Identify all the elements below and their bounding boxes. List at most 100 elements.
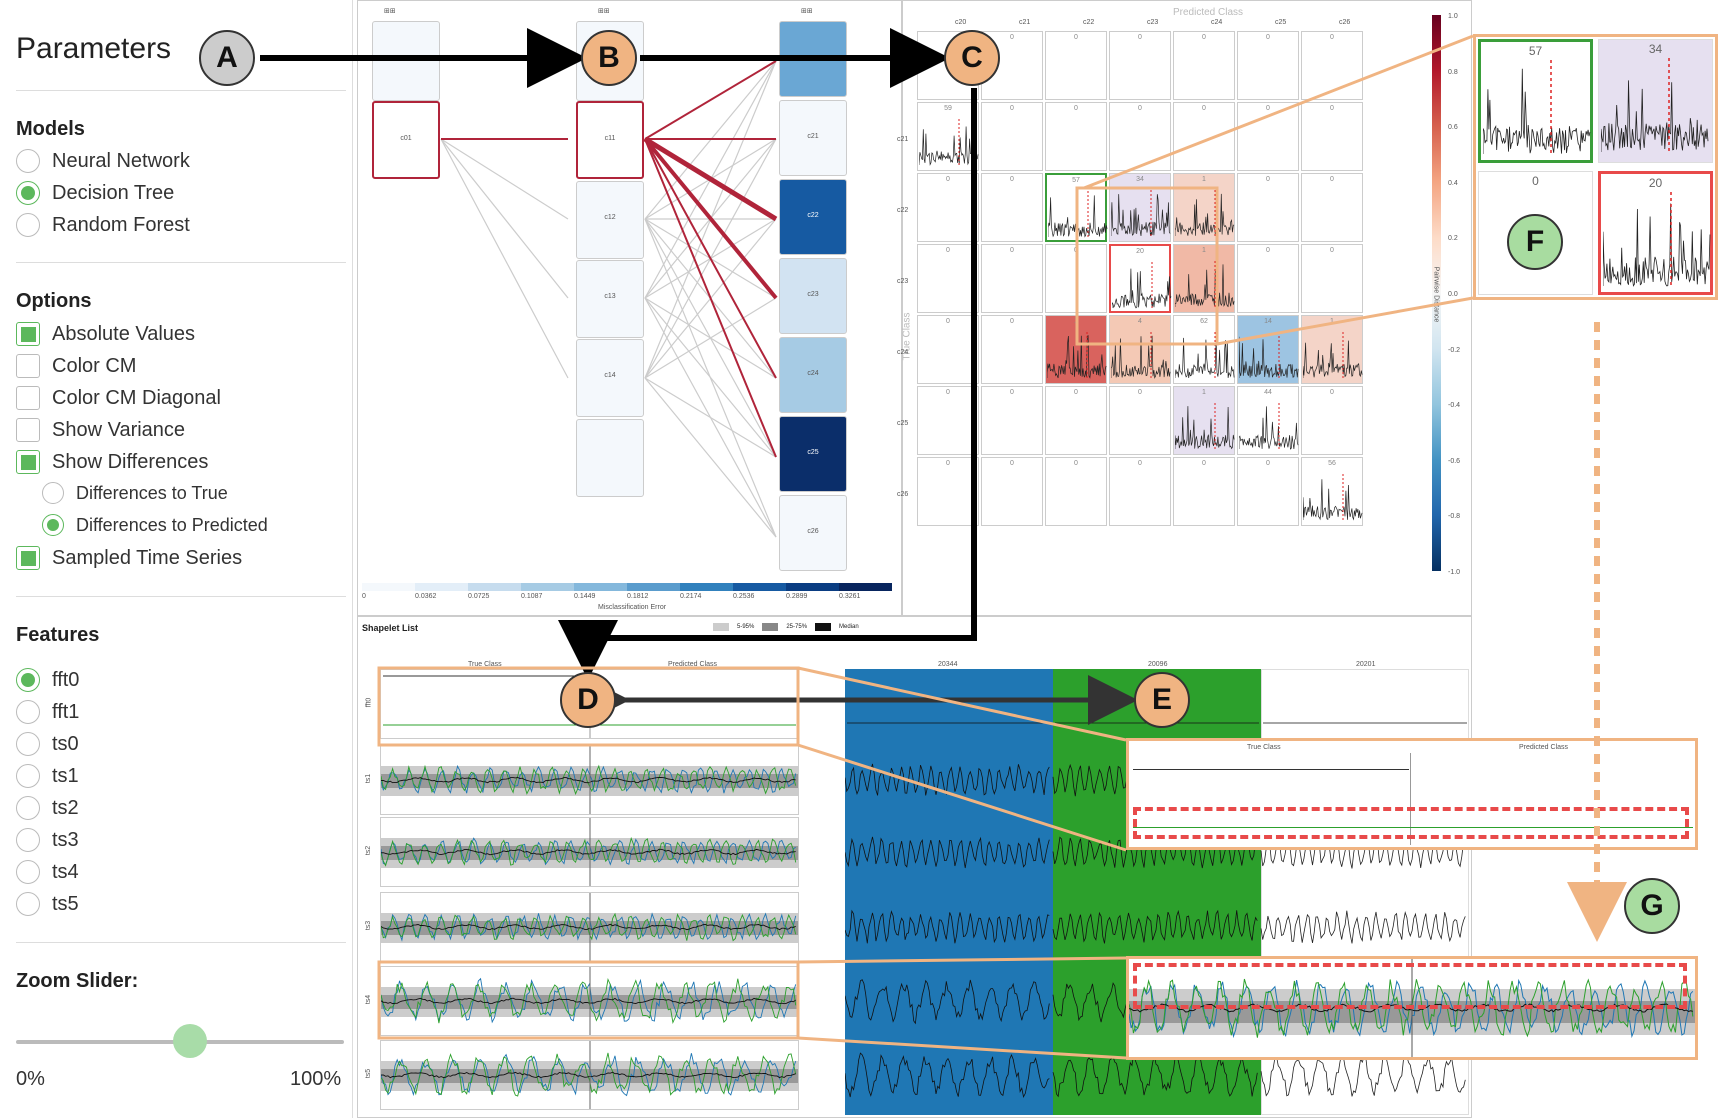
checkbox[interactable]	[16, 322, 40, 346]
cm-cell[interactable]: 0	[1109, 457, 1171, 526]
zoom-f-cell[interactable]: 34	[1598, 39, 1713, 163]
cm-cell[interactable]: 0	[1045, 102, 1107, 171]
tree-node-c14[interactable]: c14	[576, 339, 644, 417]
feature-option-fft1[interactable]: fft1	[16, 700, 79, 724]
tree-leaf-node[interactable]: c24	[779, 337, 847, 413]
tree-leaf-node[interactable]: c26	[779, 495, 847, 571]
expand-icon[interactable]: ⊞⊞	[384, 8, 396, 15]
radio-button[interactable]	[16, 181, 40, 205]
tree-leaf-node[interactable]: c25	[779, 416, 847, 492]
cm-cell[interactable]: 57	[1045, 173, 1108, 242]
cm-cell[interactable]: 14	[1237, 315, 1299, 384]
radio-button[interactable]	[16, 892, 40, 916]
cm-cell[interactable]: 0	[981, 457, 1043, 526]
tree-leaf-node[interactable]: c23	[779, 258, 847, 334]
cm-cell[interactable]: 0	[1109, 386, 1171, 455]
cm-cell[interactable]: 0	[1109, 31, 1171, 100]
radio-button[interactable]	[42, 482, 64, 504]
shapelet-row[interactable]	[380, 745, 799, 815]
radio-button[interactable]	[16, 213, 40, 237]
expand-icon[interactable]: ⊞⊞	[801, 8, 813, 15]
tree-leaf-node[interactable]: c22	[779, 179, 847, 255]
cm-cell[interactable]: 0	[1173, 31, 1235, 100]
tree-leaf-node[interactable]: c21	[779, 100, 847, 176]
tree-node-c12[interactable]: c12	[576, 181, 644, 259]
cm-cell[interactable]: 1	[1301, 315, 1363, 384]
cm-cell[interactable]: 0	[917, 244, 979, 313]
shapelet-row[interactable]	[380, 966, 799, 1036]
cm-cell[interactable]: 56	[1301, 457, 1363, 526]
cm-cell[interactable]: 0	[1301, 31, 1363, 100]
model-option-neural-network[interactable]: Neural Network	[16, 149, 190, 173]
cm-cell[interactable]: 0	[1301, 244, 1363, 313]
cm-cell[interactable]: 0	[1237, 173, 1299, 242]
option-color-cm[interactable]: Color CM	[16, 354, 136, 378]
feature-option-ts5[interactable]: ts5	[16, 892, 79, 916]
cm-cell[interactable]: 44	[1237, 386, 1299, 455]
cm-cell[interactable]: 62	[1173, 315, 1235, 384]
cm-cell[interactable]: 0	[1237, 457, 1299, 526]
cm-cell[interactable]: 0	[981, 173, 1043, 242]
shapelet-row[interactable]	[380, 892, 799, 962]
radio-button[interactable]	[16, 764, 40, 788]
radio-button[interactable]	[16, 668, 40, 692]
tree-leaf-node[interactable]	[779, 21, 847, 97]
option-show-differences[interactable]: Show Differences	[16, 450, 208, 474]
checkbox[interactable]	[16, 450, 40, 474]
cm-cell[interactable]: 34	[1109, 173, 1171, 242]
radio-button[interactable]	[16, 700, 40, 724]
checkbox[interactable]	[16, 546, 40, 570]
radio-button[interactable]	[16, 732, 40, 756]
cm-cell[interactable]: 0	[1237, 244, 1299, 313]
feature-option-ts2[interactable]: ts2	[16, 796, 79, 820]
cm-cell[interactable]: 0	[981, 102, 1043, 171]
option-color-cm-diagonal[interactable]: Color CM Diagonal	[16, 386, 221, 410]
cm-cell[interactable]: 0	[981, 386, 1043, 455]
cm-cell[interactable]: 1	[1173, 244, 1235, 313]
cm-cell[interactable]: 0	[1237, 102, 1299, 171]
cm-cell[interactable]: 1	[1173, 173, 1235, 242]
expand-icon[interactable]: ⊞⊞	[598, 8, 610, 15]
option-sampled-time-series[interactable]: Sampled Time Series	[16, 546, 242, 570]
cm-cell[interactable]: 0	[917, 315, 979, 384]
cm-cell[interactable]: 0	[1045, 31, 1107, 100]
option-absolute-values[interactable]: Absolute Values	[16, 322, 195, 346]
zoom-f-cell[interactable]: 57	[1478, 39, 1593, 163]
radio-button[interactable]	[16, 860, 40, 884]
cm-cell[interactable]: 0	[1045, 386, 1107, 455]
cm-cell[interactable]: 0	[981, 315, 1043, 384]
cm-cell[interactable]: 4	[1109, 315, 1171, 384]
shapelet-row[interactable]	[380, 817, 799, 887]
cm-cell[interactable]: 0	[1045, 244, 1107, 313]
model-option-decision-tree[interactable]: Decision Tree	[16, 181, 174, 205]
cm-cell[interactable]: 0	[1237, 31, 1299, 100]
cm-cell[interactable]: 59	[917, 102, 979, 171]
tree-node-c01[interactable]: c01	[372, 101, 440, 179]
cm-cell[interactable]: 0	[1109, 102, 1171, 171]
cm-cell[interactable]: 20	[1109, 244, 1172, 313]
option-show-variance[interactable]: Show Variance	[16, 418, 185, 442]
cm-cell[interactable]: 0	[1173, 102, 1235, 171]
feature-option-ts4[interactable]: ts4	[16, 860, 79, 884]
cm-cell[interactable]: 0	[917, 386, 979, 455]
option-differences-to-predicted[interactable]: Differences to Predicted	[42, 514, 268, 536]
cm-cell[interactable]: 0	[981, 244, 1043, 313]
tree-node-c11[interactable]: c11	[576, 101, 644, 179]
radio-button[interactable]	[16, 796, 40, 820]
cm-cell[interactable]: 1	[1045, 315, 1107, 384]
option-differences-to-true[interactable]: Differences to True	[42, 482, 228, 504]
cm-cell[interactable]: 0	[1173, 457, 1235, 526]
cm-cell[interactable]: 0	[1301, 386, 1363, 455]
feature-option-ts3[interactable]: ts3	[16, 828, 79, 852]
feature-option-ts1[interactable]: ts1	[16, 764, 79, 788]
model-option-random-forest[interactable]: Random Forest	[16, 213, 190, 237]
shapelet-row[interactable]	[380, 1040, 799, 1110]
checkbox[interactable]	[16, 354, 40, 378]
zoom-f-cell[interactable]: 20	[1598, 171, 1713, 295]
cm-cell[interactable]: 0	[917, 173, 979, 242]
feature-option-ts0[interactable]: ts0	[16, 732, 79, 756]
cm-cell[interactable]: 0	[1301, 102, 1363, 171]
radio-button[interactable]	[16, 828, 40, 852]
feature-option-fft0[interactable]: fft0	[16, 668, 79, 692]
radio-button[interactable]	[16, 149, 40, 173]
